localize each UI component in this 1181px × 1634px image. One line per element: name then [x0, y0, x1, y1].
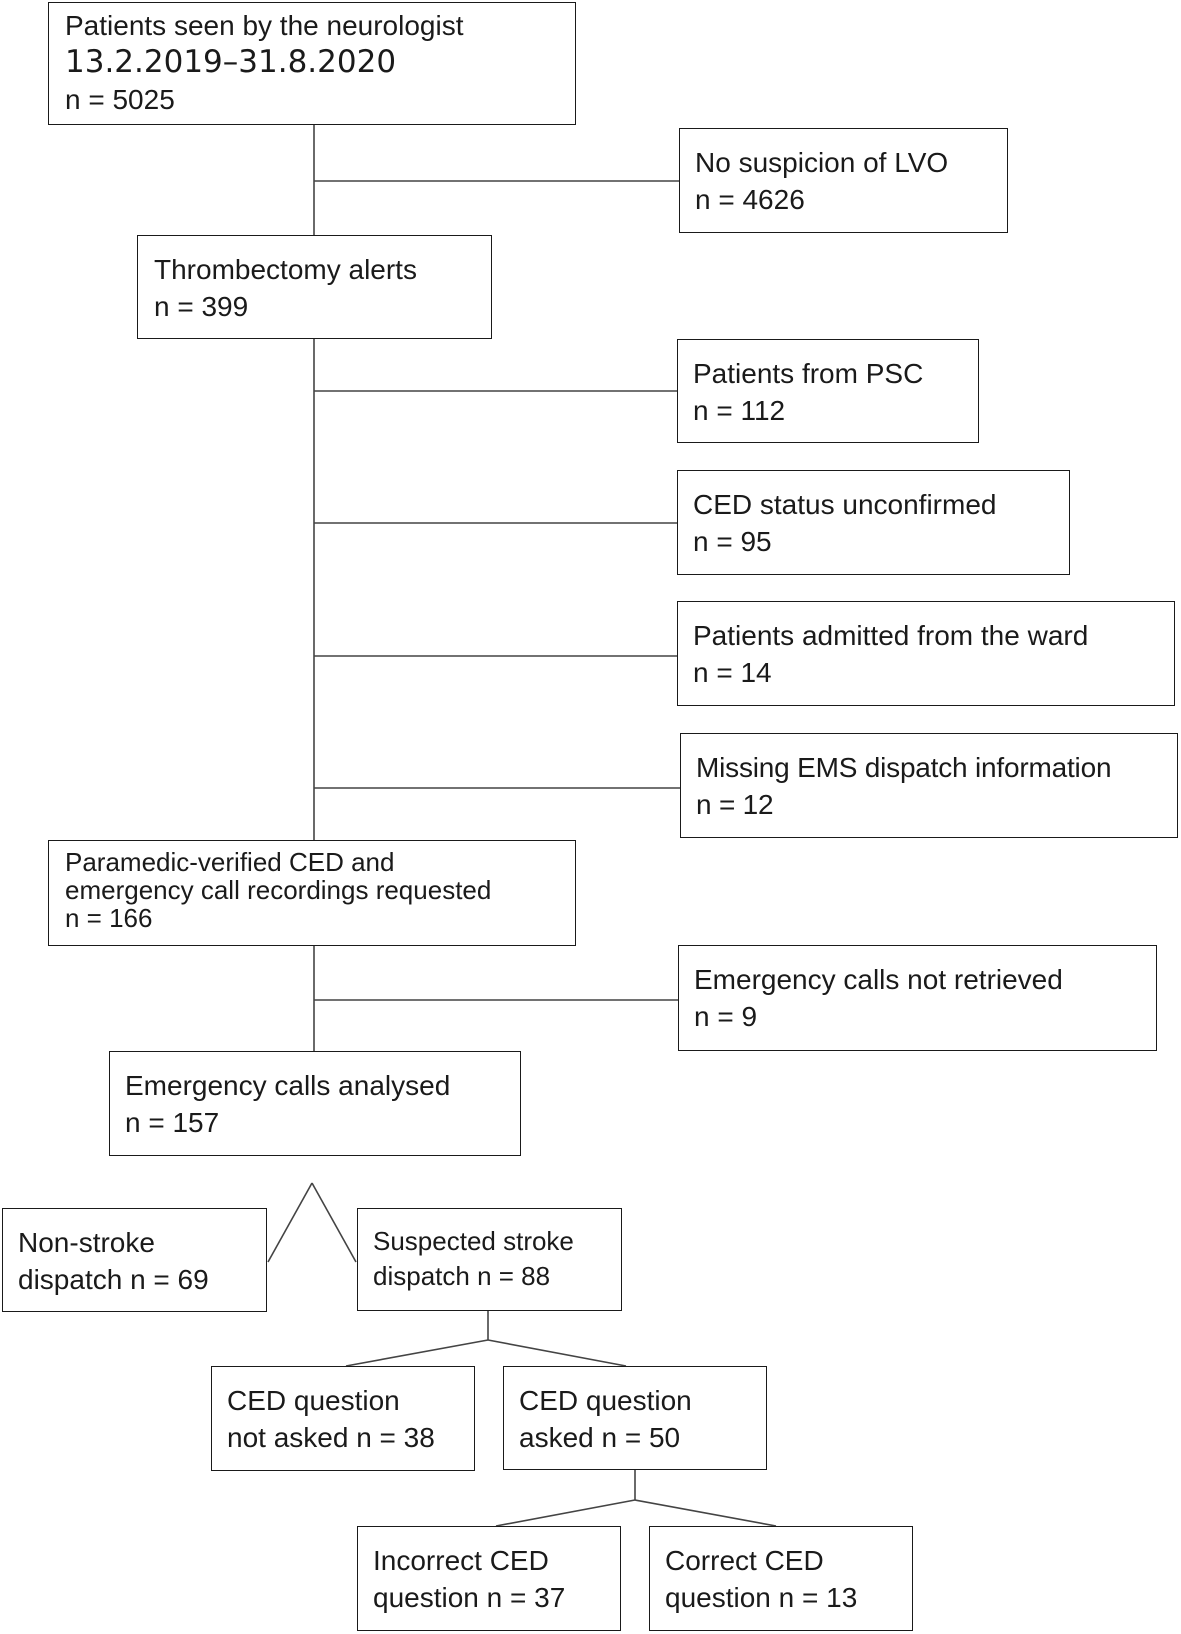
box-calls-analysed-title: Emergency calls analysed: [125, 1070, 451, 1101]
box-ced-status-unconfirmed: CED status unconfirmed n = 95: [677, 470, 1070, 575]
box-thrombectomy-alerts: Thrombectomy alerts n = 399: [137, 235, 492, 339]
box-paramedic-verified-count: n = 166: [65, 903, 153, 933]
box-calls-analysed-count: n = 157: [125, 1107, 220, 1138]
box-paramedic-verified-line1: Paramedic-verified CED and: [65, 847, 395, 877]
box-patients-seen-dates: 13.2.2019–31.8.2020: [65, 44, 397, 80]
box-ced-asked-title: CED question: [519, 1385, 692, 1416]
connector-split-left: [267, 1182, 313, 1263]
box-patients-from-psc-count: n = 112: [693, 395, 786, 426]
connector-stroke-right: [487, 1339, 627, 1367]
box-calls-not-retrieved-title: Emergency calls not retrieved: [694, 964, 1063, 995]
box-ced-asked: CED question asked n = 50: [503, 1366, 767, 1470]
box-ced-status-unconfirmed-count: n = 95: [693, 526, 772, 557]
box-admitted-from-ward-title: Patients admitted from the ward: [693, 620, 1089, 651]
connector-split-right: [311, 1182, 357, 1263]
box-ced-not-asked: CED question not asked n = 38: [211, 1366, 475, 1471]
box-no-suspicion-lvo-count: n = 4626: [695, 184, 805, 215]
box-correct-ced-question-count: question n = 13: [665, 1582, 858, 1613]
box-suspected-stroke-dispatch: Suspected stroke dispatch n = 88: [357, 1208, 622, 1311]
box-thrombectomy-alerts-title: Thrombectomy alerts: [154, 254, 417, 285]
box-calls-not-retrieved-count: n = 9: [694, 1001, 758, 1032]
box-ced-asked-count: asked n = 50: [519, 1422, 681, 1453]
box-missing-ems-dispatch: Missing EMS dispatch information n = 12: [680, 733, 1178, 838]
box-suspected-stroke-dispatch-title: Suspected stroke: [373, 1226, 574, 1256]
box-admitted-from-ward: Patients admitted from the ward n = 14: [677, 601, 1175, 706]
box-ced-not-asked-count: not asked n = 38: [227, 1422, 435, 1453]
box-incorrect-ced-question-count: question n = 37: [373, 1582, 566, 1613]
box-correct-ced-question: Correct CED question n = 13: [649, 1526, 913, 1631]
box-non-stroke-dispatch-title: Non-stroke: [18, 1227, 155, 1258]
box-non-stroke-dispatch-count: dispatch n = 69: [18, 1264, 209, 1295]
box-missing-ems-dispatch-count: n = 12: [696, 789, 774, 820]
box-patients-seen-title: Patients seen by the neurologist: [65, 10, 464, 41]
box-calls-not-retrieved: Emergency calls not retrieved n = 9: [678, 945, 1157, 1051]
connector-asked-left: [495, 1499, 636, 1527]
box-ced-not-asked-title: CED question: [227, 1385, 400, 1416]
box-no-suspicion-lvo-title: No suspicion of LVO: [695, 147, 949, 178]
box-suspected-stroke-dispatch-count: dispatch n = 88: [373, 1261, 551, 1291]
box-missing-ems-dispatch-title: Missing EMS dispatch information: [696, 752, 1112, 783]
box-ced-status-unconfirmed-title: CED status unconfirmed: [693, 489, 997, 520]
box-non-stroke-dispatch: Non-stroke dispatch n = 69: [2, 1208, 267, 1312]
box-patients-from-psc-title: Patients from PSC: [693, 358, 924, 389]
box-incorrect-ced-question: Incorrect CED question n = 37: [357, 1526, 621, 1631]
box-paramedic-verified: Paramedic-verified CED and emergency cal…: [48, 840, 576, 946]
box-patients-seen: Patients seen by the neurologist 13.2.20…: [48, 2, 576, 125]
box-no-suspicion-lvo: No suspicion of LVO n = 4626: [679, 128, 1008, 233]
box-calls-analysed: Emergency calls analysed n = 157: [109, 1051, 521, 1156]
box-patients-seen-count: n = 5025: [65, 84, 175, 115]
box-paramedic-verified-line2: emergency call recordings requested: [65, 875, 492, 905]
box-incorrect-ced-question-title: Incorrect CED: [373, 1545, 549, 1576]
box-admitted-from-ward-count: n = 14: [693, 657, 772, 688]
connector-asked-right: [634, 1499, 777, 1527]
box-thrombectomy-alerts-count: n = 399: [154, 291, 249, 322]
box-patients-from-psc: Patients from PSC n = 112: [677, 339, 979, 443]
connector-stroke-left: [345, 1339, 489, 1367]
box-correct-ced-question-title: Correct CED: [665, 1545, 824, 1576]
